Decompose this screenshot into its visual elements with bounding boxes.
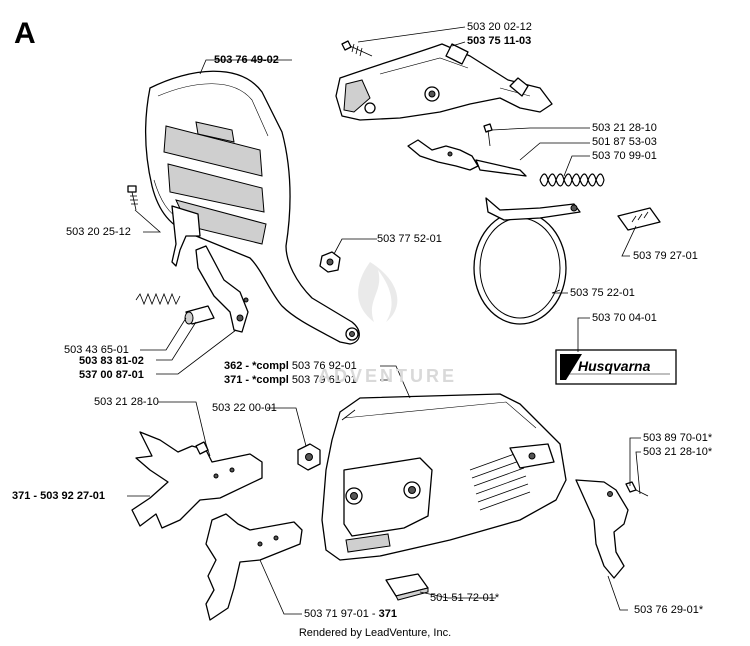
decal-text: Husqvarna	[578, 358, 651, 374]
part-label: 503 20 25-12	[66, 226, 131, 238]
footer-credit: Rendered by LeadVenture, Inc.	[298, 627, 452, 639]
bumper-spike-upper	[131, 431, 263, 529]
part-label: 503 20 02-12	[467, 21, 532, 33]
part-label: 501 51 72-01*	[430, 592, 500, 604]
hand-guard	[145, 70, 360, 345]
brake-housing	[335, 43, 553, 121]
part-label: 503 21 28-10	[94, 396, 159, 408]
rubber-insert	[385, 573, 429, 601]
part-label: 503 77 52-01	[377, 233, 442, 245]
watermark-text: ADVENTURE	[318, 366, 458, 386]
leader-lines	[127, 26, 641, 615]
nut-guard	[319, 251, 341, 273]
bumper-spike-lower	[205, 513, 303, 621]
compl-prefix: 362 - *compl	[224, 360, 289, 372]
husqvarna-decal	[555, 349, 677, 385]
part-label: 503 43 65-01	[64, 344, 129, 356]
brake-band	[473, 197, 581, 325]
spring-large	[539, 173, 605, 187]
section-letter: A	[14, 17, 36, 50]
watermark-logo	[358, 262, 398, 322]
part-label: 503 79 27-01	[633, 250, 698, 262]
chain-catcher	[575, 479, 649, 579]
part-label: 371 - 503 92 27-01	[12, 490, 105, 502]
clip	[617, 207, 661, 231]
part-label: 503 21 28-10	[592, 122, 657, 134]
vent-slots	[469, 451, 531, 511]
part-number: 503 71 97-01 -	[304, 608, 379, 620]
clutch-cover	[321, 393, 567, 561]
part-label: 503 71 97-01 - 371	[304, 608, 397, 621]
part-label: 501 87 53-03	[592, 136, 657, 148]
part-label: 503 21 28-10*	[643, 446, 713, 458]
part-label: 362 - *compl 503 76 92-01	[224, 360, 357, 373]
brake-latch	[407, 123, 527, 177]
part-label: 503 76 49-02	[214, 54, 279, 66]
part-label: 503 76 29-01*	[634, 604, 704, 616]
part-label: 503 89 70-01*	[643, 432, 713, 444]
part-label: 503 70 04-01	[592, 312, 657, 324]
part-label: 503 70 99-01	[592, 150, 657, 162]
compl-number: 503 79 61-01	[291, 374, 357, 386]
brake-lever	[184, 245, 249, 333]
part-label: 503 83 81-02	[79, 355, 144, 367]
part-label: 503 75 22-01	[570, 287, 635, 299]
compl-number: 503 76 92-01	[291, 360, 357, 372]
part-label: 503 22 00-01	[212, 402, 277, 414]
part-suffix: 371	[378, 608, 397, 620]
nut-cover	[297, 443, 321, 471]
compl-prefix: 371 - *compl	[224, 374, 289, 386]
part-label: 537 00 87-01	[79, 369, 144, 381]
screw-top	[341, 40, 373, 57]
spring-small	[135, 292, 181, 306]
part-label: 503 75 11-03	[467, 35, 532, 47]
screw-left	[127, 185, 138, 211]
part-label: 371 - *compl 503 79 61-01	[224, 374, 357, 387]
